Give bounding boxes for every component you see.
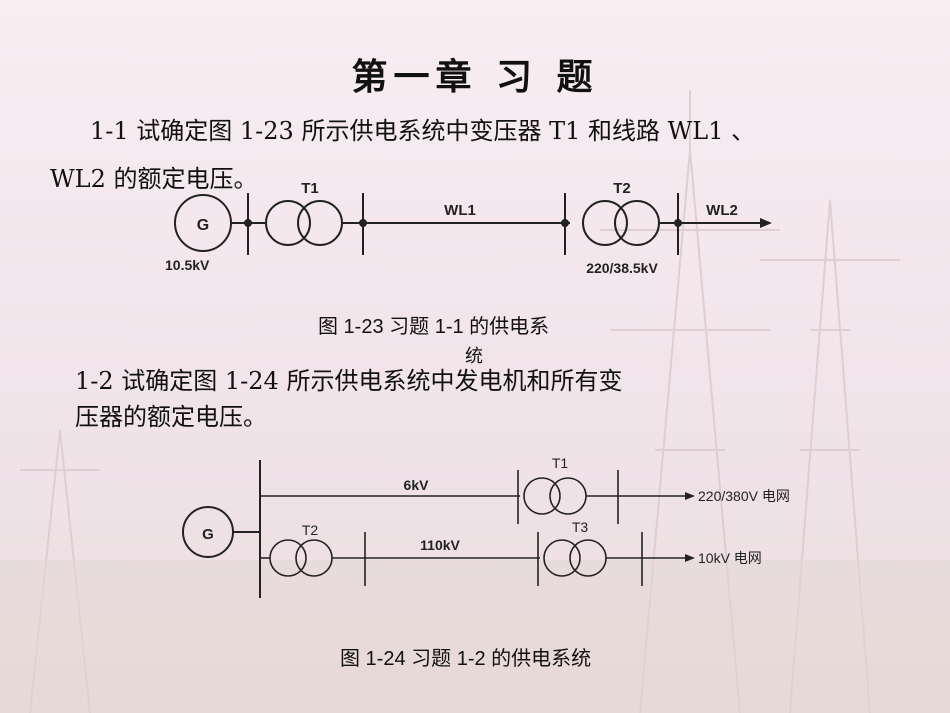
transformer-t2-coil xyxy=(582,200,628,246)
problem-2-line-2: 压器的额定电压。 xyxy=(75,403,267,431)
arrow-head xyxy=(685,492,695,500)
110kv-label: 110kV xyxy=(420,537,460,553)
transformer-t1-coil xyxy=(549,477,587,515)
slide-title: 第一章 习 题 xyxy=(351,56,599,98)
arrow-head xyxy=(685,554,695,562)
generator-label: G xyxy=(202,526,214,543)
figure-1-24-diagram: G 6kV T1 220/380V 电网 T2 110kV T3 10kV 电网 xyxy=(182,455,790,598)
t1-label: T1 xyxy=(552,455,569,471)
gen-voltage-label: 10.5kV xyxy=(165,257,210,273)
transformer-t1-coil xyxy=(265,200,311,246)
t2-voltage-label: 220/38.5kV xyxy=(586,260,658,276)
figure-1-24-caption: 图 1-24 习题 1-2 的供电系统 xyxy=(340,648,592,670)
arrow-head xyxy=(760,218,772,228)
transformer-t1-coil xyxy=(523,477,561,515)
transformer-t3-coil xyxy=(569,539,607,577)
out2-label: 10kV 电网 xyxy=(698,550,762,566)
transformer-t3-coil xyxy=(543,539,581,577)
t3-label: T3 xyxy=(572,519,589,535)
wl1-label: WL1 xyxy=(444,202,476,219)
generator-label: G xyxy=(197,217,209,234)
t2-label: T2 xyxy=(302,522,319,538)
transformer-t1-coil xyxy=(297,200,343,246)
transformer-t2-coil xyxy=(295,539,333,577)
transformer-t2-coil xyxy=(614,200,660,246)
figure-1-23-caption: 图 1-23 习题 1-1 的供电系 xyxy=(318,316,550,338)
problem-1-line-1: 1-1 试确定图 1-23 所示供电系统中变压器 T1 和线路 WL1 、 xyxy=(90,117,756,145)
problem-2-line-1: 1-2 试确定图 1-24 所示供电系统中发电机和所有变 xyxy=(75,367,623,395)
problem-1-line-2: WL2 的额定电压。 xyxy=(50,165,258,193)
t2-label: T2 xyxy=(613,180,631,197)
out1-label: 220/380V 电网 xyxy=(698,488,790,504)
wl2-label: WL2 xyxy=(706,202,738,219)
figure-1-23-diagram: G T1 WL1 T2 WL2 10.5kV 220/38.5kV xyxy=(165,180,772,276)
figure-1-23-caption-cont: 统 xyxy=(465,346,483,366)
6kv-label: 6kV xyxy=(404,477,430,493)
t1-label: T1 xyxy=(301,180,319,197)
